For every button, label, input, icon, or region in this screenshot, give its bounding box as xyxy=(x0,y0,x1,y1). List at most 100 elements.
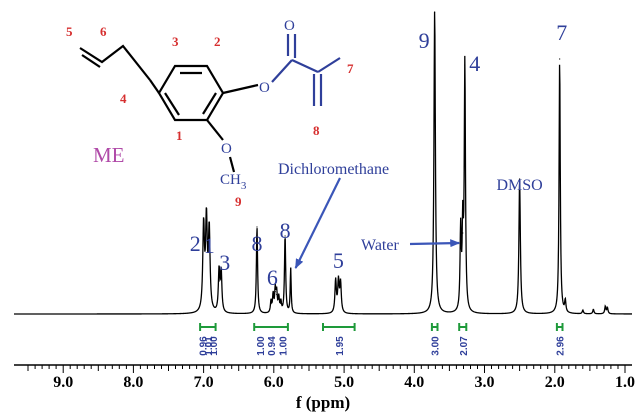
peak-label-1: 1 xyxy=(204,233,215,258)
structure-number-8: 8 xyxy=(313,123,320,138)
integral-value-5-0: 2.96 xyxy=(556,336,567,356)
allyl-double-bond xyxy=(81,54,101,68)
structure-number-9: 9 xyxy=(235,194,242,209)
x-axis: f (ppm) 9.0 8.0 7.0 6.0 5.0 4.0 3.0 2.0 1.0 xyxy=(14,364,635,412)
ring-double-bond-left xyxy=(164,92,180,116)
structure-number-6: 6 xyxy=(100,24,107,39)
dmso-label: DMSO xyxy=(496,177,542,194)
peak-apex-11 xyxy=(280,302,282,305)
structure-number-4: 4 xyxy=(120,91,127,106)
integral-value-0-2: 1.00 xyxy=(209,336,220,356)
peak-apex-24 xyxy=(582,309,584,311)
peak-apex-23 xyxy=(564,301,566,303)
peak-label-4: 4 xyxy=(469,51,480,76)
integral-value-1-1: 0.94 xyxy=(267,336,278,356)
methoxy-oxygen-atom: O xyxy=(221,141,232,157)
structure-number-5: 5 xyxy=(66,24,73,39)
x-tick-label: 5.0 xyxy=(334,374,354,391)
peak-apex-6 xyxy=(270,301,272,303)
x-tick-label: 3.0 xyxy=(475,374,495,391)
peak-apex-1 xyxy=(205,223,208,225)
peak-apex-17 xyxy=(434,11,436,13)
dichloromethane-label: Dichloromethane xyxy=(278,161,389,178)
water-label: Water xyxy=(361,237,399,254)
dichloromethane-arrow xyxy=(294,177,341,269)
spectrum-layer xyxy=(14,11,632,315)
x-tick-label: 9.0 xyxy=(53,374,73,391)
peak-apex-18 xyxy=(460,232,462,234)
x-tick-label: 8.0 xyxy=(123,374,143,391)
peak-apex-8 xyxy=(274,290,276,293)
ring-to-ester-oxygen-bond xyxy=(222,83,259,95)
x-axis-title: f (ppm) xyxy=(296,393,350,412)
water-arrow xyxy=(409,239,461,248)
peak-apex-7 xyxy=(272,295,274,297)
structure-skeleton xyxy=(79,44,259,173)
carbonyl-oxygen-atom: O xyxy=(284,18,295,34)
structure-number-1: 1 xyxy=(176,128,183,143)
peak-label-2: 2 xyxy=(190,231,201,256)
integral-value-4-0: 2.07 xyxy=(459,336,470,356)
compound-name: ME xyxy=(93,143,125,167)
peak-apex-4 xyxy=(220,272,222,275)
peak-label-8: 8 xyxy=(280,218,291,243)
integral-value-1-2: 1.00 xyxy=(278,336,289,356)
structure-number-3: 3 xyxy=(172,34,179,49)
allyl-chain xyxy=(79,44,151,81)
alpha-carbon-bond xyxy=(291,59,319,73)
peak-apex-25 xyxy=(592,308,594,311)
ring-double-bond-right xyxy=(202,92,217,115)
peak-label-5: 5 xyxy=(333,248,344,273)
peak-apex-13 xyxy=(290,268,292,270)
methyl-atom: CH3 xyxy=(220,172,247,192)
peak-label-8: 8 xyxy=(252,231,263,256)
peak-apex-16 xyxy=(339,283,342,285)
structure-number-7: 7 xyxy=(347,61,354,76)
peak-apex-19 xyxy=(462,232,464,234)
methyl-atom-symbol: CH xyxy=(220,172,241,188)
integral-value-3-0: 3.00 xyxy=(431,336,442,356)
peak-label-7: 7 xyxy=(556,20,567,45)
integral-value-1-0: 1.00 xyxy=(256,336,267,356)
methoxy-bond xyxy=(228,156,236,173)
integral-value-2-0: 1.95 xyxy=(335,336,346,356)
benzyl-bond xyxy=(149,79,160,94)
peak-label-3: 3 xyxy=(219,250,230,275)
peak-apex-22 xyxy=(559,58,561,60)
peak-apex-27 xyxy=(606,307,609,309)
peak-apex-20 xyxy=(464,64,466,66)
methyl-bond xyxy=(317,57,341,73)
x-tick-label: 1.0 xyxy=(615,374,635,391)
peak-apex-26 xyxy=(604,305,606,308)
peak-apex-21 xyxy=(519,178,521,180)
peak-apex-2 xyxy=(208,232,210,234)
peak-apex-5 xyxy=(256,226,258,228)
ester-bond xyxy=(271,59,293,83)
integral-value-0-1: 1.01 xyxy=(204,336,215,356)
ester-oxygen-atom: O xyxy=(259,80,270,96)
ring-to-methoxy-bond xyxy=(206,119,224,141)
peak-apex-10 xyxy=(278,298,280,300)
x-tick-label: 7.0 xyxy=(194,374,214,391)
x-tick-label: 2.0 xyxy=(545,374,565,391)
x-tick-label: 4.0 xyxy=(404,374,424,391)
peak-apex-3 xyxy=(218,271,220,273)
methyl-atom-subscript: 3 xyxy=(241,180,247,192)
peak-apex-14 xyxy=(335,280,337,282)
spectrum-trace xyxy=(14,11,632,315)
integral-value-0-0: 0.96 xyxy=(199,336,210,356)
peak-apex-12 xyxy=(284,235,286,237)
peak-label-9: 9 xyxy=(419,28,430,53)
chemical-structure: O O O CH3 ME 5 6 3 2 4 1 7 8 9 xyxy=(66,18,354,209)
peak-apex-9 xyxy=(276,293,278,296)
peak-apex-0 xyxy=(203,227,205,230)
peak-label-6: 6 xyxy=(267,265,278,290)
x-tick-label: 6.0 xyxy=(264,374,284,391)
structure-number-2: 2 xyxy=(214,34,221,49)
peak-apex-15 xyxy=(337,281,340,284)
